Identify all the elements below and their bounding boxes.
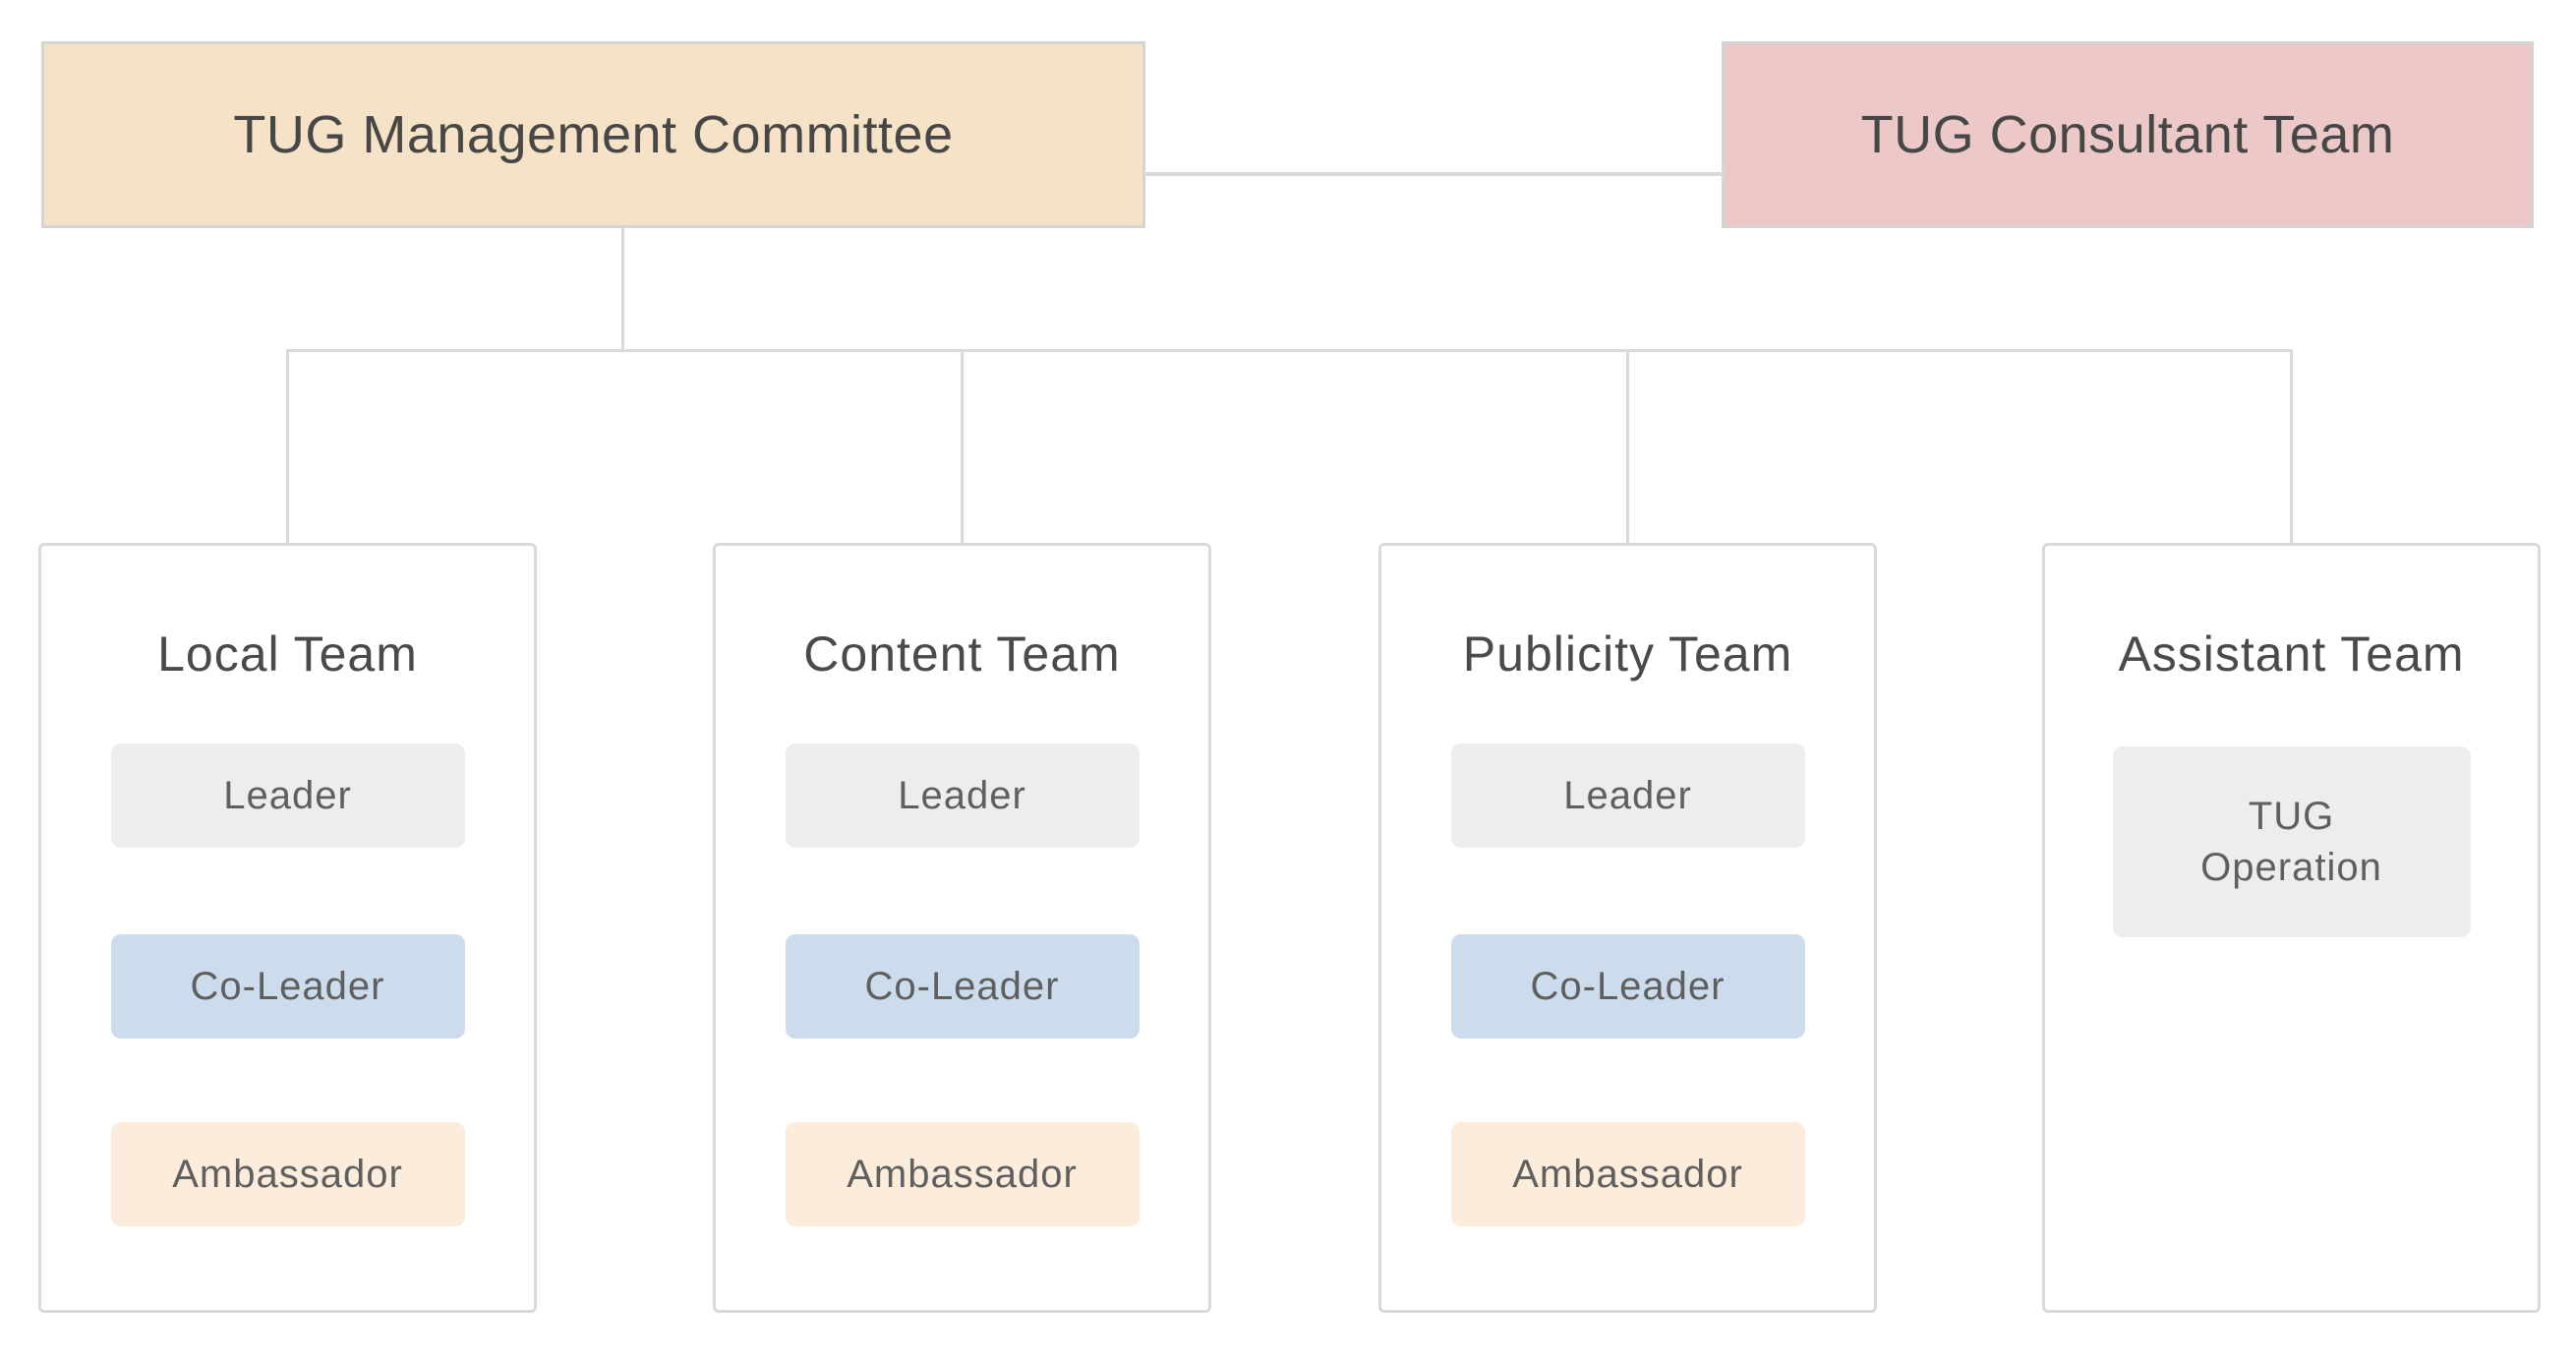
team-title: Assistant Team bbox=[2118, 626, 2465, 682]
connector-management-consultant bbox=[1143, 172, 1724, 176]
connector-drop-publicity bbox=[1626, 349, 1629, 546]
role-pill-label: TUG Operation bbox=[2200, 795, 2382, 889]
node-tug-management-committee: TUG Management Committee bbox=[41, 41, 1145, 228]
team-card-content-team: Content Team Leader Co-Leader Ambassador bbox=[713, 543, 1211, 1313]
connector-root-stem bbox=[621, 226, 624, 349]
node-label: TUG Consultant Team bbox=[1860, 105, 2395, 164]
role-pill-co-leader: Co-Leader bbox=[785, 934, 1140, 1039]
node-tug-consultant-team: TUG Consultant Team bbox=[1722, 41, 2534, 228]
role-pill-ambassador: Ambassador bbox=[110, 1122, 465, 1226]
connector-drop-assistant bbox=[2290, 349, 2293, 546]
role-pill-co-leader: Co-Leader bbox=[110, 934, 465, 1039]
role-pill-leader: Leader bbox=[110, 743, 465, 848]
team-title: Content Team bbox=[803, 626, 1121, 682]
role-pill-ambassador: Ambassador bbox=[1450, 1122, 1805, 1226]
connector-rail bbox=[286, 349, 2293, 352]
team-title: Publicity Team bbox=[1462, 626, 1793, 682]
team-title: Local Team bbox=[157, 626, 418, 682]
team-card-publicity-team: Publicity Team Leader Co-Leader Ambassad… bbox=[1378, 543, 1877, 1313]
connector-drop-content bbox=[961, 349, 964, 546]
connector-drop-local bbox=[286, 349, 289, 546]
team-card-local-team: Local Team Leader Co-Leader Ambassador bbox=[38, 543, 537, 1313]
team-card-assistant-team: Assistant Team TUG Operation bbox=[2042, 543, 2541, 1313]
role-pill-leader: Leader bbox=[785, 743, 1140, 848]
role-pill-tug-operation: TUG Operation bbox=[2112, 746, 2471, 937]
role-pill-co-leader: Co-Leader bbox=[1450, 934, 1805, 1039]
role-pill-ambassador: Ambassador bbox=[785, 1122, 1140, 1226]
role-pill-leader: Leader bbox=[1450, 743, 1805, 848]
node-label: TUG Management Committee bbox=[233, 105, 954, 164]
